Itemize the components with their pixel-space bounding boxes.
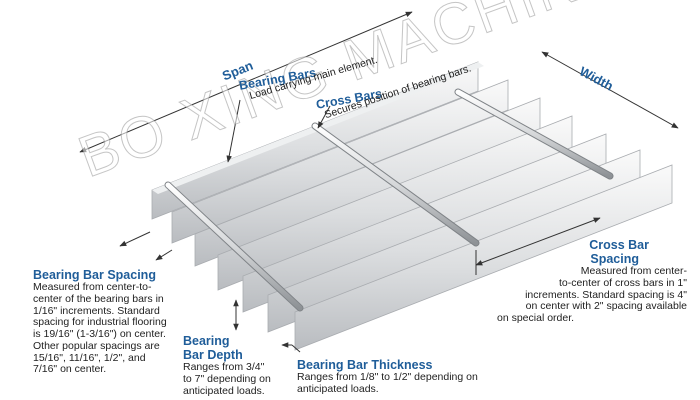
bearing-bar-depth-line: anticipated loads.	[183, 384, 265, 397]
bearing-bar-spacing-line: Other popular spacings are	[33, 339, 160, 352]
bearing-bar-spacing-line: 1/16" increments. Standard	[33, 304, 160, 317]
cross-bar-spacing-line: on center with 2" spacing available	[525, 300, 687, 313]
bearing-bar-spacing-line: spacing for industrial flooring	[33, 316, 167, 329]
bearing-bar-spacing-title: Bearing Bar Spacing	[33, 268, 156, 282]
bearing-bar-spacing-line: is 19/16" (1-3/16") on center.	[33, 328, 166, 340]
cross-bar-spacing-label: Cross Bar Spacing Measured from center- …	[487, 238, 687, 325]
span-dimension	[79, 11, 413, 153]
bearing-bar-spacing-line: 15/16", 11/16", 1/2", and	[33, 351, 146, 364]
cross-bar-spacing-line: Measured from center-	[580, 265, 687, 277]
bearing-bar-spacing-label: Bearing Bar Spacing Measured from center…	[33, 268, 208, 376]
bearing-bar-depth-label: Bearing Bar Depth Ranges from 3/4" to 7"…	[183, 334, 298, 397]
cross-bar-spacing-title: Spacing	[590, 252, 639, 266]
cross-bar-spacing-line: on special order.	[497, 312, 575, 324]
cross-bar-spacing-title: Cross Bar	[589, 238, 649, 252]
leader-lines	[119, 99, 331, 353]
bearing-bar-thickness-line: anticipated loads.	[297, 382, 379, 395]
bearing-bar-thickness-line: Ranges from 1/8" to 1/2" depending on	[297, 371, 478, 383]
bearing-bar-thickness-label: Bearing Bar Thickness Ranges from 1/8" t…	[297, 358, 517, 396]
bearing-bar-thickness-title: Bearing Bar Thickness	[297, 358, 433, 372]
bearing-bar-depth-title: Bar Depth	[183, 348, 243, 362]
cross-bar-spacing-dimension	[475, 217, 601, 275]
bearing-bar-depth-line: Ranges from 3/4"	[183, 361, 265, 373]
bearing-bar-spacing-line: 7/16" on center.	[33, 363, 107, 376]
bearing-bar-depth-title: Bearing	[183, 334, 230, 348]
bearing-bar-spacing-line: center of the bearing bars in	[33, 292, 164, 305]
cross-bar-spacing-line: to-center of cross bars in 1"	[558, 276, 687, 289]
cross-bar-spacing-line: increments. Standard spacing is 4"	[525, 288, 687, 301]
bearing-bar-depth-line: to 7" depending on	[183, 372, 271, 385]
bearing-bar-spacing-line: Measured from center-to-	[33, 281, 152, 293]
width-dimension	[541, 51, 679, 129]
